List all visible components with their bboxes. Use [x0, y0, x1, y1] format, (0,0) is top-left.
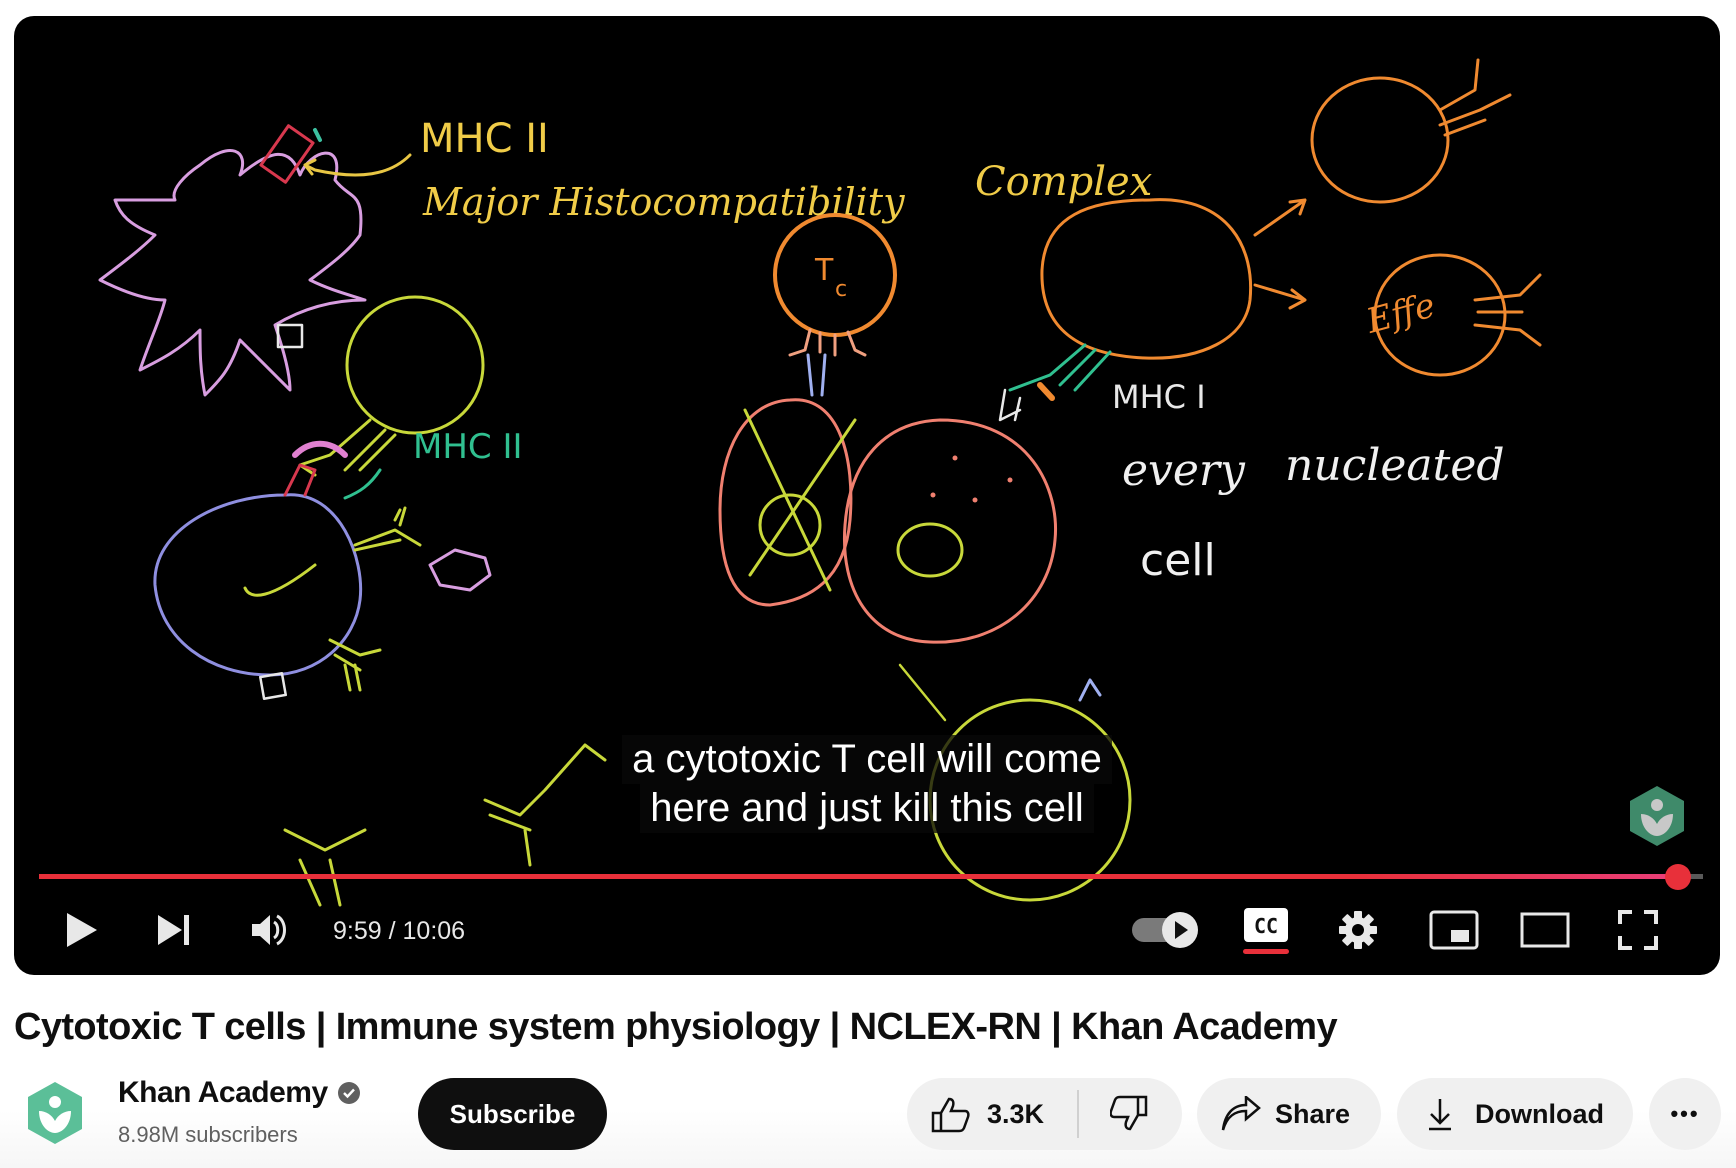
captions-active-indicator: [1243, 948, 1289, 954]
miniplayer-icon: [1429, 910, 1479, 950]
like-divider: [1077, 1090, 1079, 1138]
player-controls: 9:59 / 10:06 CC: [14, 896, 1720, 966]
share-icon: [1221, 1096, 1261, 1131]
progress-scrubber-handle[interactable]: [1665, 864, 1691, 890]
fullscreen-button[interactable]: [1614, 906, 1662, 954]
svg-text:MHC I: MHC I: [1112, 378, 1206, 416]
caption-line: a cytotoxic T cell will come: [622, 735, 1112, 784]
svg-text:MHC II: MHC II: [420, 116, 549, 162]
play-icon: [67, 913, 97, 947]
settings-button[interactable]: [1334, 906, 1382, 954]
theater-icon: [1520, 912, 1570, 948]
next-icon: [158, 915, 189, 945]
autoplay-icon: [1132, 912, 1198, 948]
time-display: 9:59 / 10:06: [333, 917, 466, 945]
duration: 10:06: [402, 917, 466, 945]
subscribe-button[interactable]: Subscribe: [418, 1078, 607, 1150]
video-title: Cytotoxic T cells | Immune system physio…: [14, 1006, 1338, 1048]
svg-text:every: every: [1122, 445, 1246, 496]
thumbs-up-icon: [931, 1097, 970, 1133]
more-icon: •••: [1670, 1101, 1700, 1126]
captions-button[interactable]: CC: [1240, 906, 1292, 954]
progress-bar[interactable]: [39, 874, 1703, 879]
svg-text:cell: cell: [1140, 535, 1216, 586]
cc-icon: CC: [1244, 907, 1288, 942]
svg-text:nucleated: nucleated: [1285, 440, 1505, 491]
like-button[interactable]: 3.3K: [907, 1078, 1077, 1150]
share-button[interactable]: Share: [1197, 1078, 1381, 1150]
download-button[interactable]: Download: [1397, 1078, 1633, 1150]
svg-text:CC: CC: [1254, 914, 1278, 938]
dislike-button[interactable]: [1079, 1078, 1179, 1150]
progress-played: [39, 874, 1684, 879]
video-player[interactable]: MHC II Major Histocompatibility Complex …: [14, 16, 1720, 975]
video-frame-whiteboard: MHC II Major Histocompatibility Complex …: [14, 16, 1720, 975]
download-icon: [1429, 1099, 1451, 1131]
channel-name-row: Khan Academy: [118, 1076, 360, 1110]
khan-academy-logo-icon: [28, 1082, 82, 1144]
svg-text:T: T: [814, 253, 834, 288]
svg-text:MHC II: MHC II: [413, 427, 523, 467]
gear-icon: [1339, 911, 1377, 949]
more-actions-button[interactable]: •••: [1649, 1078, 1721, 1150]
download-label: Download: [1475, 1098, 1604, 1129]
miniplayer-button[interactable]: [1428, 906, 1480, 954]
theater-mode-button[interactable]: [1519, 906, 1571, 954]
channel-name[interactable]: Khan Academy: [118, 1076, 328, 1109]
svg-text:Effe: Effe: [1361, 285, 1439, 342]
volume-button[interactable]: [246, 906, 294, 954]
like-count: 3.3K: [987, 1098, 1045, 1129]
volume-icon: [252, 914, 286, 946]
fullscreen-icon: [1618, 910, 1658, 950]
verified-badge-icon: [337, 1082, 360, 1104]
subscriber-count: 8.98M subscribers: [118, 1122, 298, 1147]
caption-overlay: a cytotoxic T cell will come here and ju…: [14, 735, 1720, 833]
like-dislike-group: 3.3K: [907, 1078, 1182, 1150]
next-button[interactable]: [150, 906, 198, 954]
autoplay-toggle[interactable]: [1129, 906, 1201, 954]
play-button[interactable]: [58, 906, 106, 954]
khan-academy-watermark-icon[interactable]: [1628, 784, 1686, 848]
channel-avatar[interactable]: [27, 1081, 83, 1145]
caption-line: here and just kill this cell: [640, 784, 1094, 833]
current-time: 9:59: [333, 917, 382, 945]
thumbs-down-icon: [1110, 1095, 1148, 1131]
svg-text:Complex: Complex: [975, 159, 1152, 205]
svg-text:c: c: [835, 277, 847, 302]
svg-text:Major Histocompatibility: Major Histocompatibility: [422, 180, 905, 224]
share-label: Share: [1275, 1098, 1351, 1129]
